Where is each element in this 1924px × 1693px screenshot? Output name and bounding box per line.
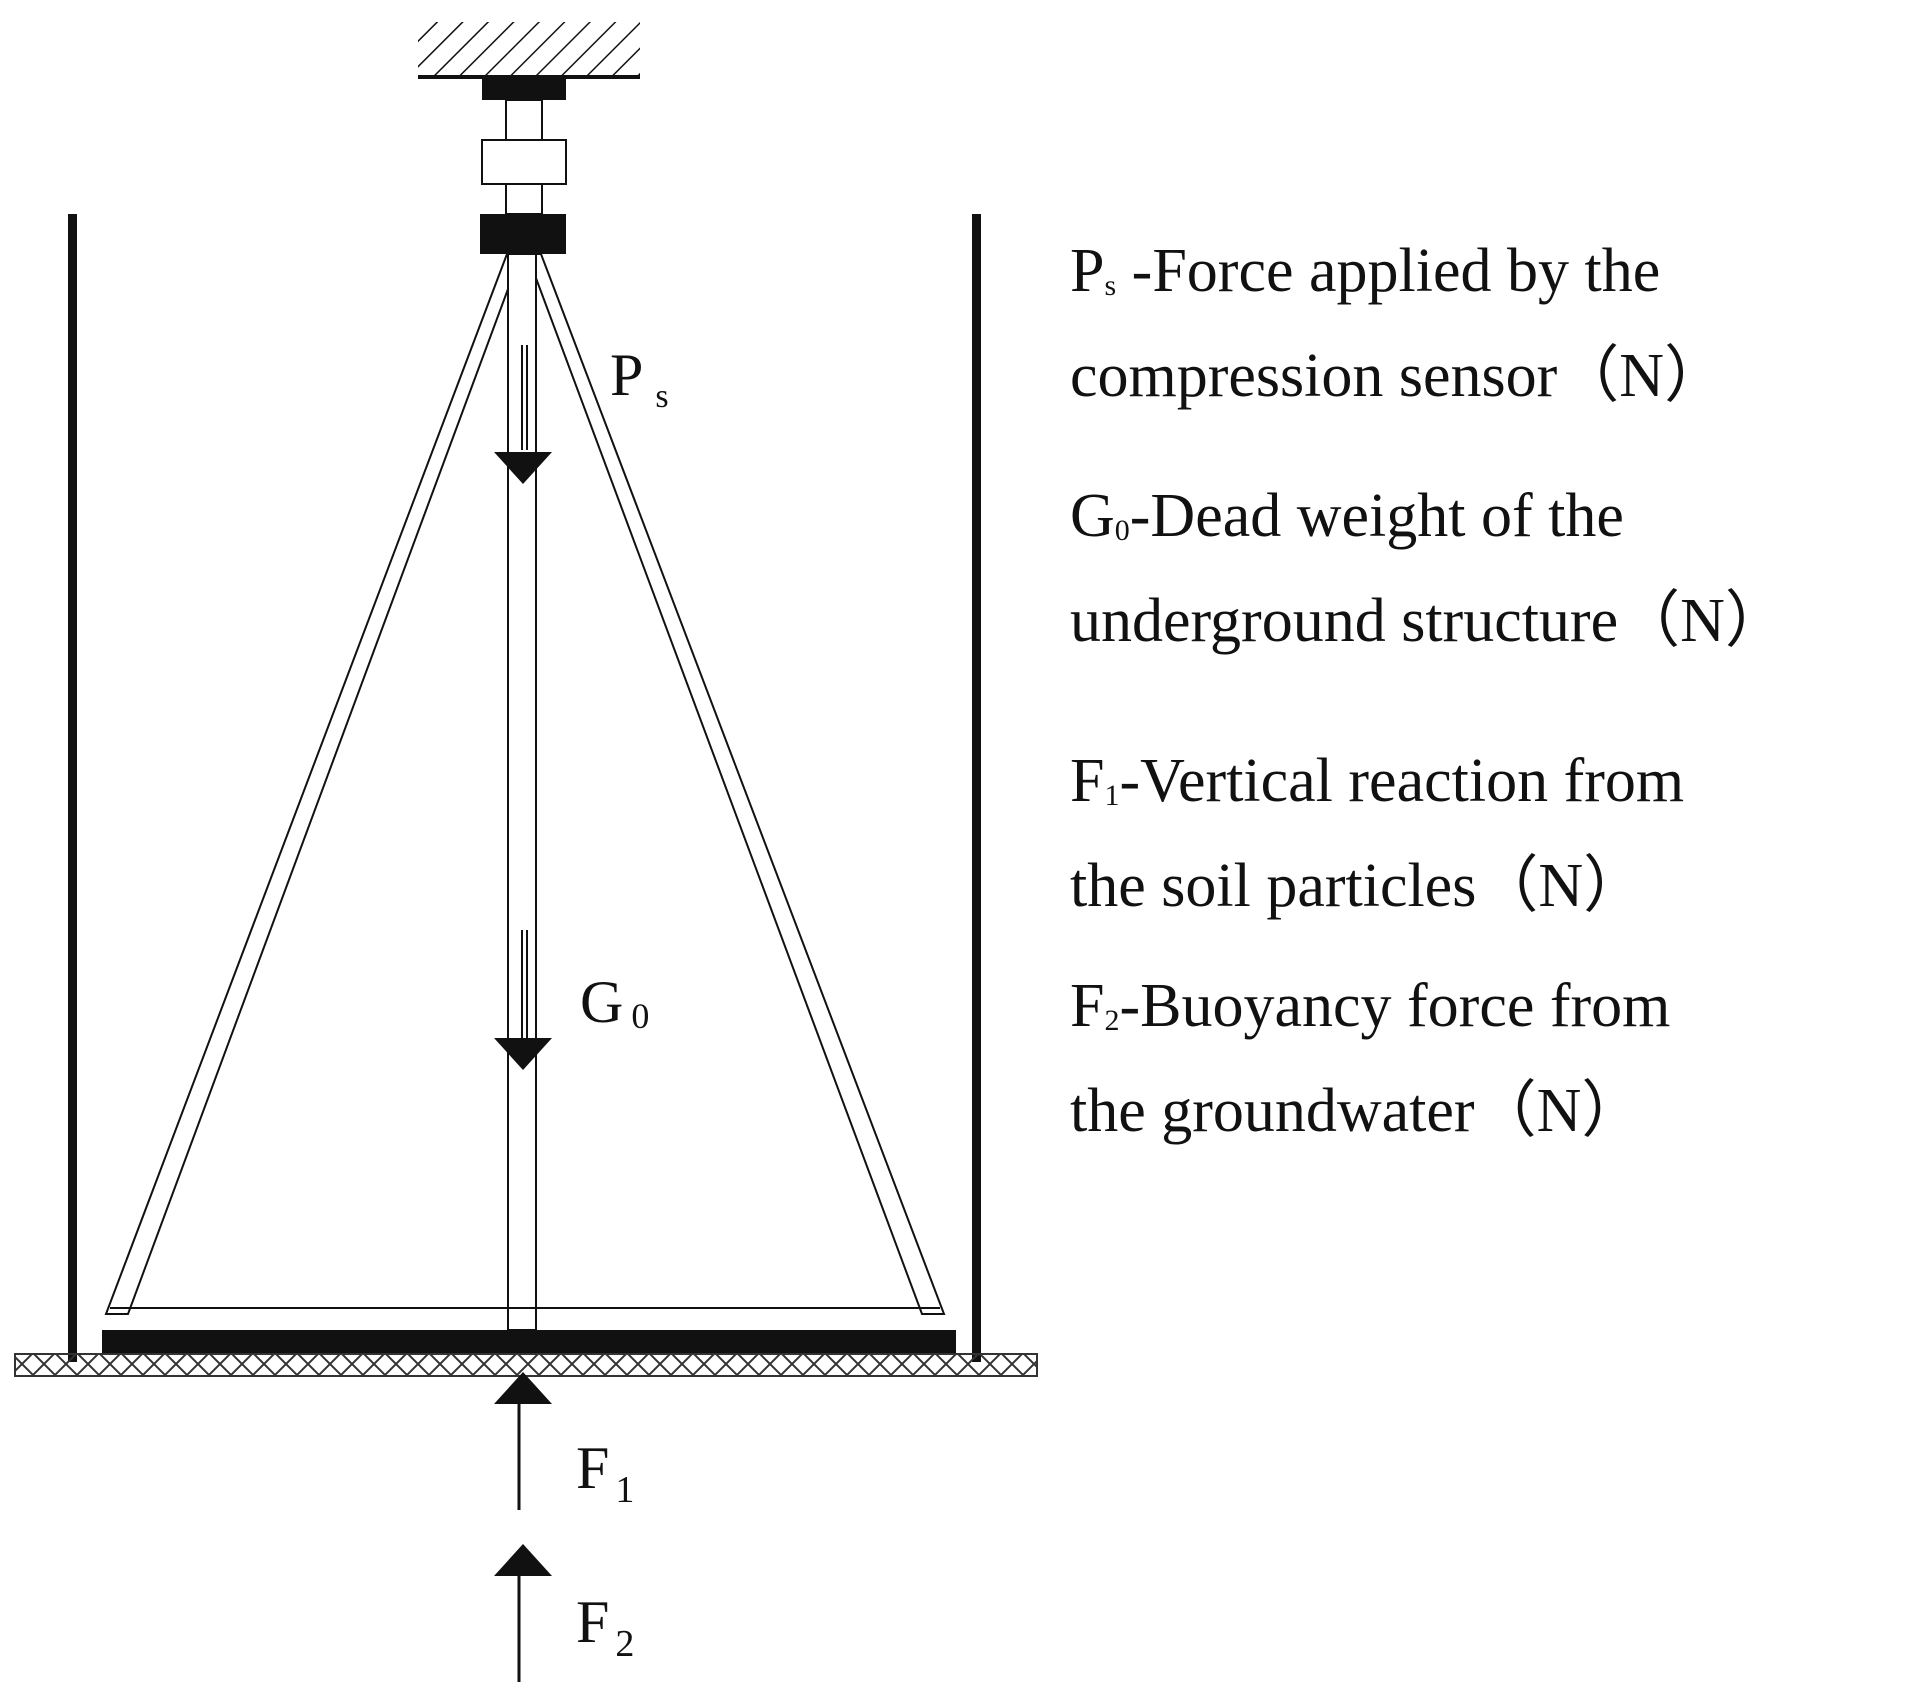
f2-label-main: F <box>576 1589 609 1655</box>
legend-subscript: 2 <box>1104 1004 1120 1037</box>
legend-symbol: F <box>1070 972 1105 1040</box>
legend-item-f1: F1-Vertical reaction from the soil parti… <box>1070 736 1910 931</box>
g0-label-sub: 0 <box>631 996 649 1036</box>
legend-text-line2: the soil particles（N） <box>1070 852 1646 920</box>
f2-label-sub: 2 <box>615 1623 634 1665</box>
legend-item-g0: G0-Dead weight of the underground struct… <box>1070 471 1910 666</box>
legend-text-line1: -Force applied by the <box>1116 237 1661 305</box>
legend-text-line1: -Vertical reaction from <box>1119 747 1685 815</box>
legend-subscript: s <box>1104 269 1117 302</box>
legend-symbol: P <box>1070 237 1105 305</box>
f2-arrow <box>494 1544 552 1682</box>
legend-symbol: F <box>1070 747 1105 815</box>
container-walls <box>68 214 981 1362</box>
legend-item-f2: F2-Buoyancy force from the groundwater（N… <box>1070 961 1910 1156</box>
legend-text-line1: -Dead weight of the <box>1129 482 1624 550</box>
soil-layer <box>14 1353 1038 1377</box>
compression-sensor <box>480 78 567 254</box>
legend-text-line2: compression sensor（N） <box>1070 342 1727 410</box>
f1-arrow <box>494 1372 552 1510</box>
f1-label-main: F <box>576 1435 609 1501</box>
f1-label-sub: 1 <box>615 1469 634 1511</box>
legend-symbol: G <box>1070 482 1115 550</box>
legend-text-line2: underground structure（N） <box>1070 587 1787 655</box>
g0-arrow <box>494 930 552 1070</box>
ps-label-main: P <box>610 342 643 408</box>
legend-subscript: 1 <box>1104 779 1120 812</box>
base-plate <box>102 1330 956 1354</box>
ps-label-sub: s <box>655 378 668 415</box>
legend: Ps -Force applied by the compression sen… <box>1070 226 1910 1145</box>
legend-text-line1: -Buoyancy force from <box>1119 972 1671 1040</box>
legend-subscript: 0 <box>1114 514 1130 547</box>
ceiling-support <box>418 22 640 79</box>
legend-text-line2: the groundwater（N） <box>1070 1077 1644 1145</box>
g0-label-main: G <box>580 969 623 1035</box>
tripod-frame <box>104 253 946 1331</box>
legend-item-ps: Ps -Force applied by the compression sen… <box>1070 226 1910 421</box>
ps-arrow <box>494 345 552 484</box>
